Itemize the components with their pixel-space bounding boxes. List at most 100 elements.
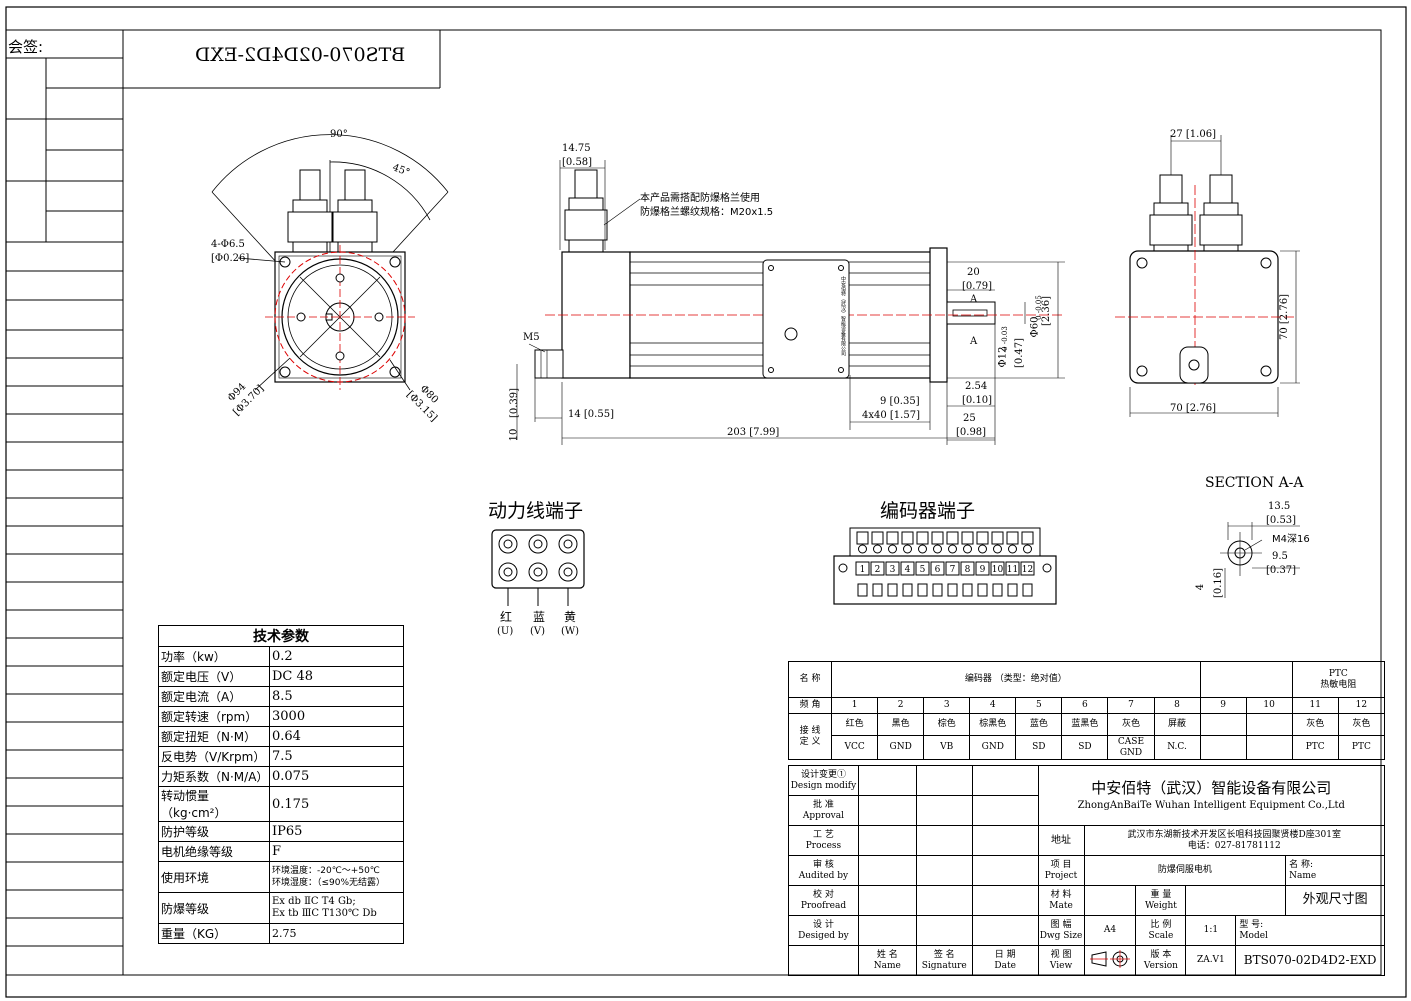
encoder-pin-latch (856, 531, 869, 545)
d70-horizontal-label: 70 [2.76] (1170, 403, 1216, 414)
tech-row: 额定电压（V）DC 48 (158, 666, 404, 687)
encoder-pin-socket (992, 583, 1003, 597)
pin-signal (1245, 735, 1293, 760)
encoder-pin-socket (947, 583, 958, 597)
encoder-pin-socket (977, 583, 988, 597)
pin-signal: VCC (831, 735, 879, 760)
section-w-label: 13.5 (1268, 501, 1291, 512)
encoder-pin-box (930, 561, 945, 576)
d20-inch-label: [0.79] (962, 281, 993, 292)
pin-number: 12 (1337, 697, 1386, 714)
encoder-pin-box (900, 561, 915, 576)
d203-label: 203 [7.99] (727, 427, 780, 438)
tb-cell (971, 885, 1039, 916)
power-label-red: 红 (500, 610, 513, 624)
section-d4-inch-label: [0.16] (1213, 567, 1225, 599)
section-aa (1220, 522, 1300, 598)
tb-version-value: ZA.V1 (1185, 945, 1237, 976)
d20-label: 20 (967, 267, 980, 278)
pin-color (1245, 713, 1293, 736)
tech-value: F (269, 841, 404, 862)
section-mark-top: A (970, 294, 978, 305)
section-d4-label: 4 (1195, 583, 1207, 591)
d14-label: 14 [0.55] (568, 409, 614, 420)
pin-signal: CASE GND (1107, 735, 1155, 760)
tb-address-header: 地址 (1037, 825, 1085, 856)
encoder-pin-screw (933, 544, 942, 554)
pin-color: 灰色 (1337, 713, 1386, 736)
tb-proofread-en: Proofread (800, 900, 847, 911)
tb-project-value: 防爆伺服电机 (1083, 855, 1287, 886)
d254-label: 2.54 (965, 381, 988, 392)
tb-dwg-en: Dwg Size (1039, 930, 1083, 941)
encoder-pin-latch (1021, 531, 1034, 545)
tech-row: 功率（kw）0.2 (158, 646, 404, 667)
tb-scale-value: 1:1 (1185, 915, 1237, 946)
tb-dwg-cn: 图 幅 (1050, 920, 1072, 931)
tech-ex-value: Ex db ⅡC T4 Gb;Ex tb ⅢC T130℃ Db (269, 892, 404, 924)
pin-color: 蓝色 (1015, 713, 1063, 736)
encoder-pin-box (915, 561, 930, 576)
power-label-blue: 蓝 (533, 610, 546, 624)
d25-label: 25 (963, 413, 976, 424)
encoder-pin-screw (858, 544, 867, 554)
encoder-pin-box (1020, 561, 1035, 576)
encoder-pin-latch (871, 531, 884, 545)
power-terminal-title: 动力线端子 (488, 500, 584, 522)
pin-color: 灰色 (1107, 713, 1155, 736)
tb-company-cn: 中安佰特（武汉）智能设备有限公司 (1091, 778, 1332, 797)
d25-inch-label: [0.98] (956, 427, 987, 438)
encoder-pin-socket (962, 583, 973, 597)
tb-cell (971, 855, 1039, 886)
pin-table-name-value: 编码器 （类型：绝对值） (831, 661, 1201, 698)
pin-signal: SD (1015, 735, 1063, 760)
tb-cell (915, 825, 973, 856)
encoder-pin-latch (976, 531, 989, 545)
tech-env-key: 使用环境 (158, 861, 270, 893)
tb-design-modify-en: Design modify (790, 780, 857, 791)
encoder-pin-box (945, 561, 960, 576)
tb-weight-cn: 重 量 (1150, 890, 1172, 901)
tb-cell (857, 885, 917, 916)
encoder-pin-latch (901, 531, 914, 545)
power-phase-v: (V) (530, 626, 546, 637)
shaft-inch-label: [0.47] (1014, 337, 1026, 369)
tech-key: 力矩系数（N·M/A） (158, 766, 270, 787)
tech-row: 转动惯量（kg·cm²）0.175 (158, 786, 404, 822)
tb-signature-en: Signature (921, 960, 967, 971)
tech-key: 功率（kw） (158, 646, 270, 667)
encoder-pin-box (990, 561, 1005, 576)
tb-model-value: BTS070-02D4D2-EXD (1235, 945, 1385, 976)
tb-approval-en: Approval (802, 810, 844, 821)
tech-ex-dust: Ex tb ⅢC T130℃ Db (272, 908, 377, 919)
d10-label: 10 (508, 428, 520, 442)
encoder-pin-latch (1006, 531, 1019, 545)
encoder-pin-number: 11 (1007, 565, 1018, 575)
tech-row: 额定电流（A）8.5 (158, 686, 404, 707)
tech-value: 0.2 (269, 646, 404, 667)
encoder-pin-socket (887, 583, 898, 597)
pin-signal (1199, 735, 1247, 760)
countersign-label: 会签: (8, 38, 44, 56)
encoder-pin-screw (963, 544, 972, 554)
tb-process-en: Process (805, 840, 842, 851)
tb-name: 名 称:Name (1285, 855, 1385, 886)
tech-key: 额定电压（V） (158, 666, 270, 687)
encoder-pin-box (1005, 561, 1020, 576)
d70-vertical-label: 70 [2.76] (1278, 294, 1290, 340)
tb-design-modify-cn: 设计变更① (800, 770, 846, 781)
encoder-pin-socket (857, 583, 868, 597)
tb-name-en: Name (1289, 870, 1317, 881)
